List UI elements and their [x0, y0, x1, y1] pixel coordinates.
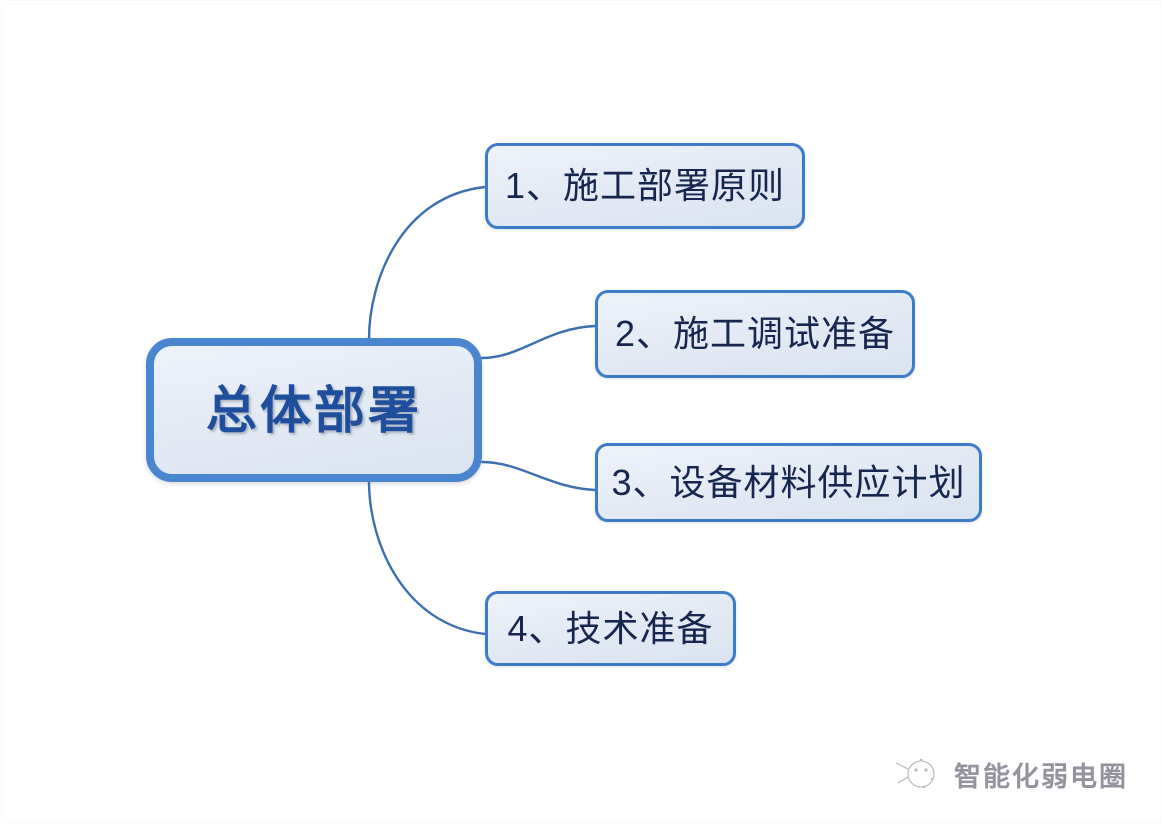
root-node-overall-deployment[interactable]: 总体部署	[146, 338, 482, 482]
branch-node-3-label: 3、设备材料供应计划	[611, 461, 966, 503]
branch-node-1[interactable]: 1、施工部署原则	[485, 143, 805, 229]
circle-sketch-logo-icon	[895, 758, 935, 789]
connector-to-branch-3	[480, 460, 597, 492]
connector-to-branch-2	[480, 324, 597, 360]
branch-node-2[interactable]: 2、施工调试准备	[595, 290, 915, 378]
watermark: 智能化弱电圈	[894, 753, 1128, 795]
branch-node-3[interactable]: 3、设备材料供应计划	[595, 443, 982, 522]
branch-node-2-label: 2、施工调试准备	[614, 313, 896, 354]
connector-to-branch-1	[367, 185, 487, 341]
root-node-label: 总体部署	[205, 381, 422, 439]
watermark-text: 智能化弱电圈	[954, 761, 1128, 792]
connector-to-branch-4	[367, 479, 487, 636]
branch-node-4-label: 4、技术准备	[507, 607, 714, 649]
branch-node-1-label: 1、施工部署原则	[504, 165, 786, 206]
branch-node-4[interactable]: 4、技术准备	[485, 591, 736, 666]
